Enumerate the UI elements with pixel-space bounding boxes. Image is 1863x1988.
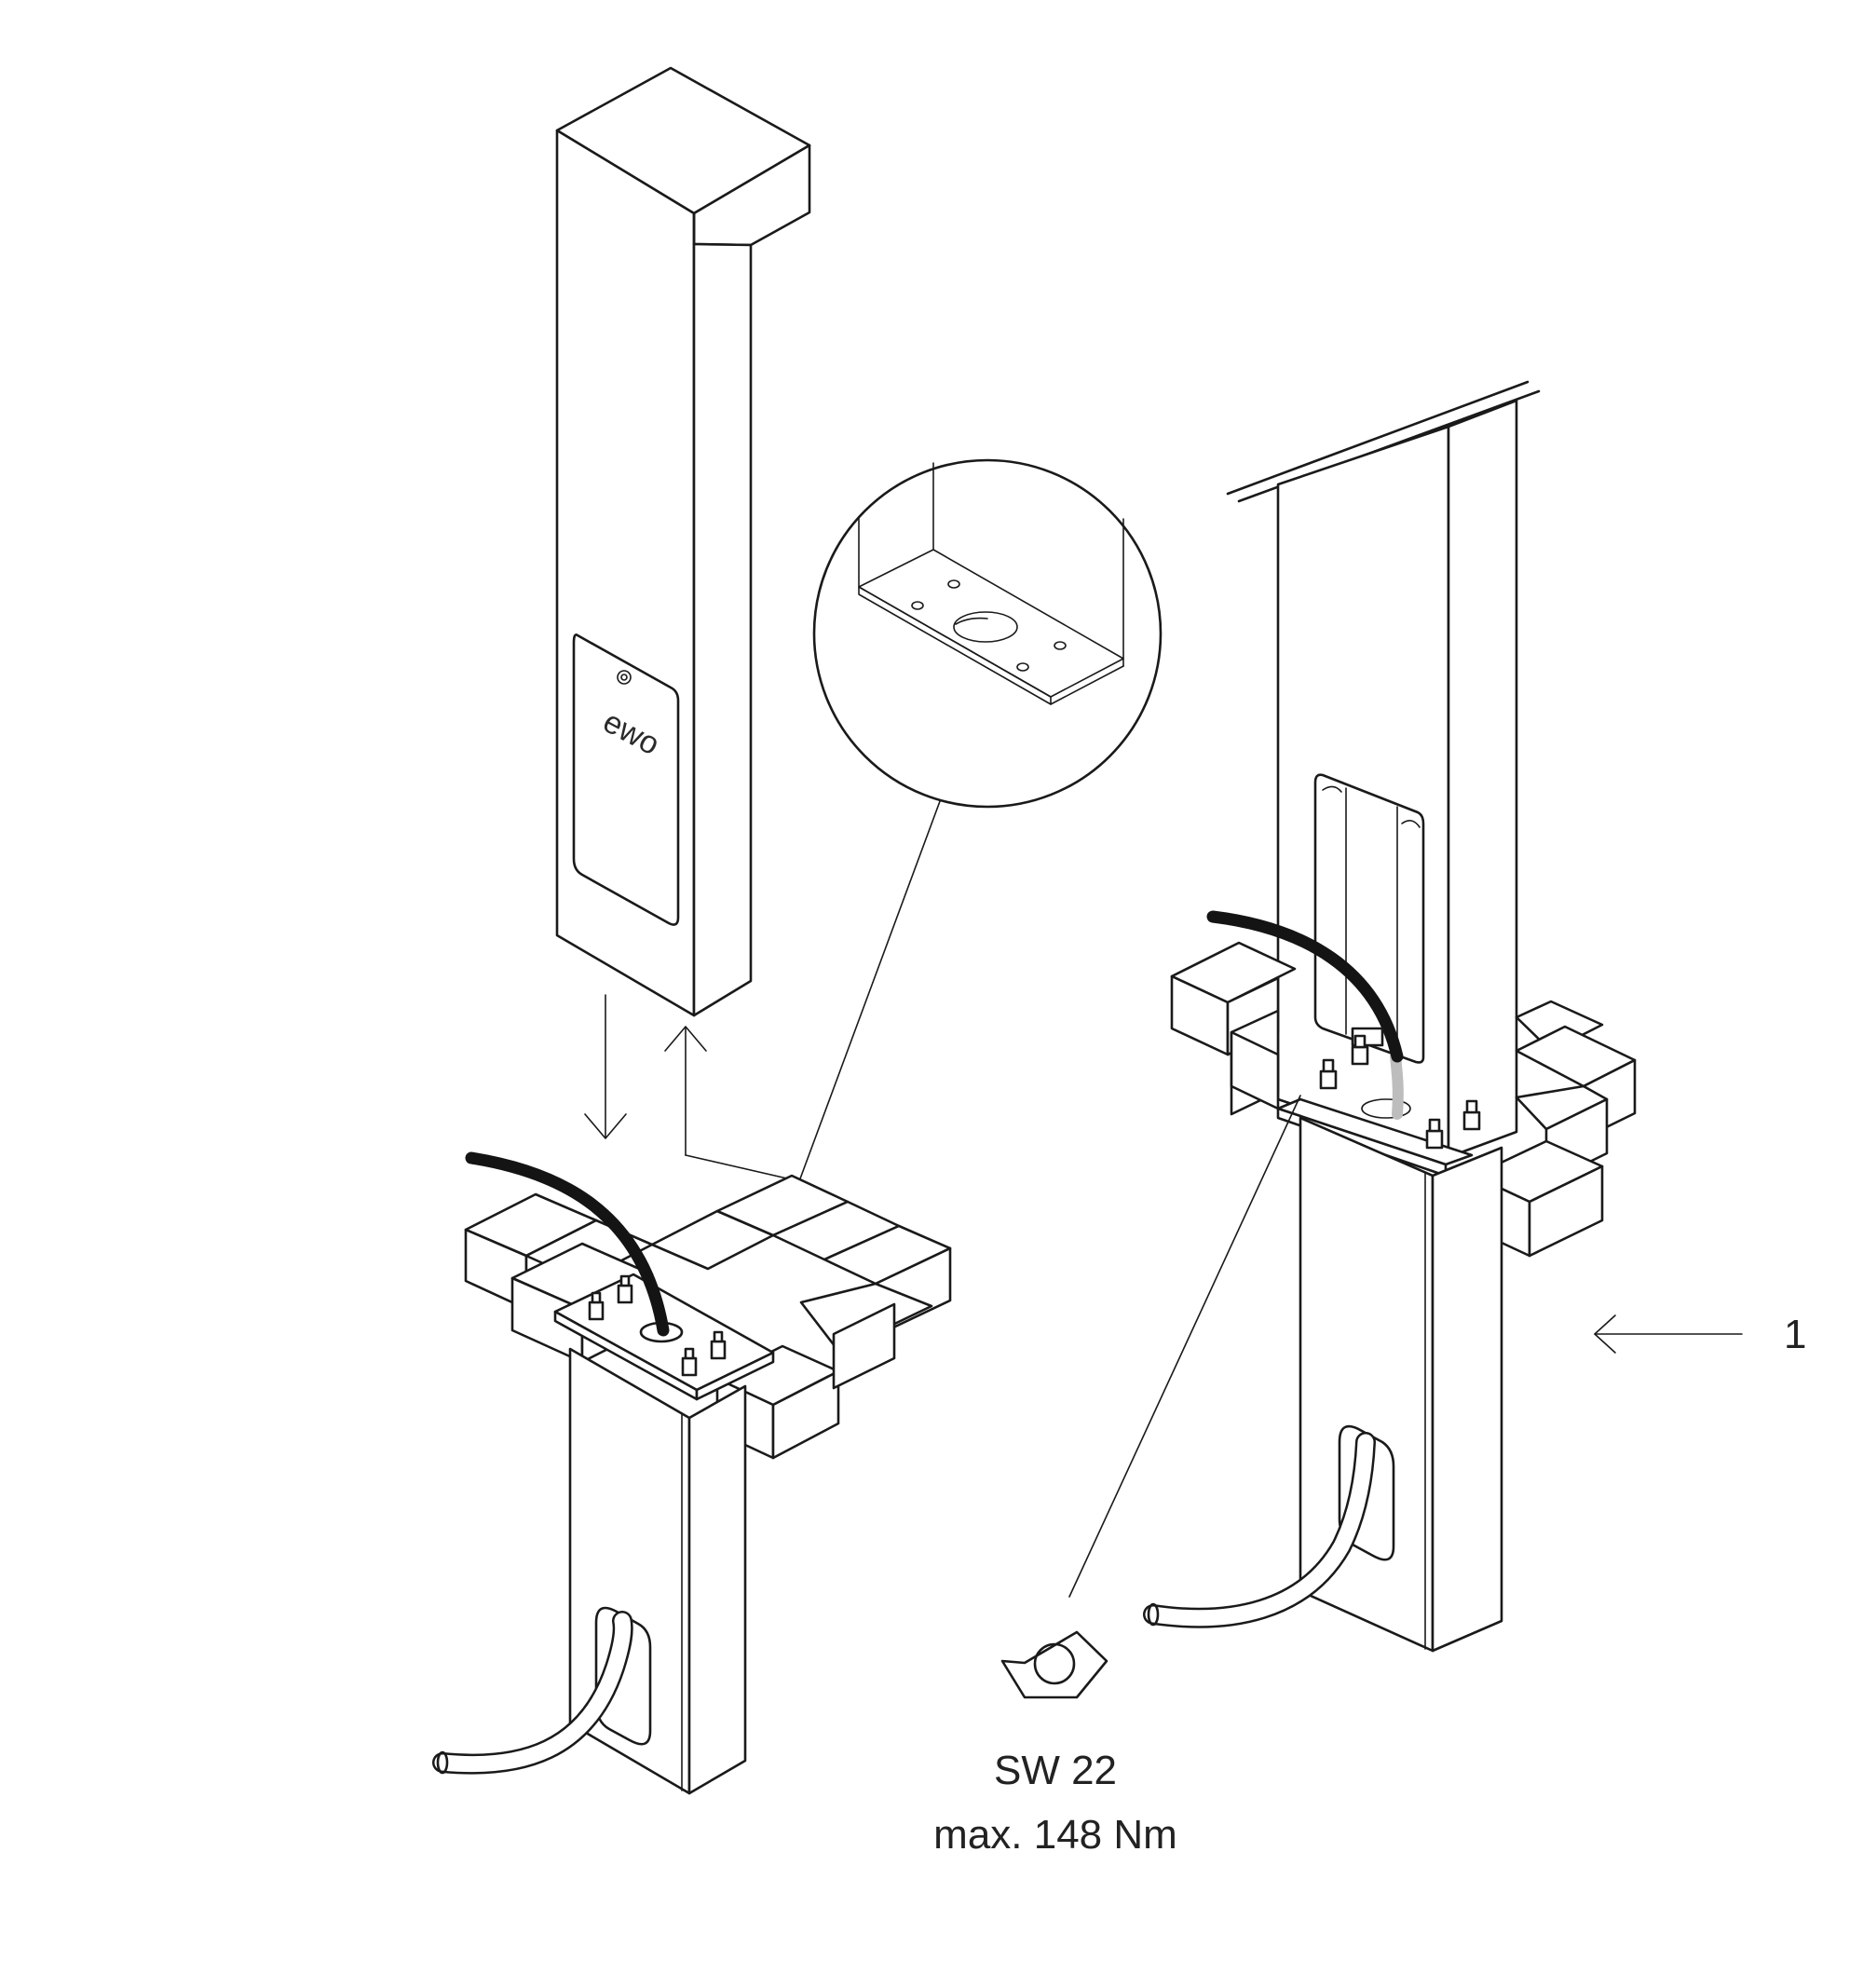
callout-number: 1: [1784, 1312, 1806, 1357]
torque-label: max. 148 Nm: [933, 1812, 1177, 1858]
nut-leader-line: [1068, 1095, 1301, 1598]
power-cable-inner: [1390, 1051, 1404, 1120]
foundation-left: [432, 1151, 952, 1795]
column-upper: ewo: [555, 66, 811, 1017]
bolt-hole: [947, 579, 960, 589]
column-side-face: [1447, 399, 1518, 1159]
bolt-hole: [1054, 641, 1067, 650]
anchor-bolt: [681, 1347, 698, 1377]
bolt-hole: [1016, 662, 1029, 672]
anchor-bolt: [1425, 1118, 1444, 1150]
detail-circle: [812, 458, 1163, 809]
anchor-bolt: [1351, 1034, 1369, 1066]
anchor-bolt: [617, 1274, 633, 1304]
callout-1: 1: [1594, 1312, 1806, 1357]
ground-post-side: [1431, 1146, 1503, 1653]
anchor-bolt: [588, 1291, 605, 1321]
power-cable: [465, 1151, 670, 1337]
service-door-opening: [1313, 773, 1425, 1064]
ground-post-side: [687, 1384, 747, 1795]
detail-view: [812, 458, 1163, 809]
door-lock-icon: [617, 670, 632, 685]
bolt-hole: [911, 601, 924, 610]
anchor-bolt: [1319, 1058, 1338, 1090]
cable-hole: [953, 611, 1018, 643]
column-installed: [1143, 380, 1637, 1653]
cable-slot: [594, 1606, 652, 1746]
hex-nut-icon: [1000, 1630, 1108, 1699]
column-side-face: [692, 242, 753, 1017]
cable-end: [1147, 1602, 1160, 1627]
cable-end: [436, 1750, 449, 1775]
service-door: [572, 633, 680, 926]
wrench-size-label: SW 22: [994, 1748, 1117, 1793]
wrench-callout: SW 22 max. 148 Nm: [933, 1095, 1301, 1858]
plate-cable-hole: [1361, 1098, 1411, 1119]
power-cable: [1206, 910, 1404, 1063]
anchor-bolt: [710, 1330, 727, 1360]
anchor-bolt: [1462, 1099, 1481, 1131]
